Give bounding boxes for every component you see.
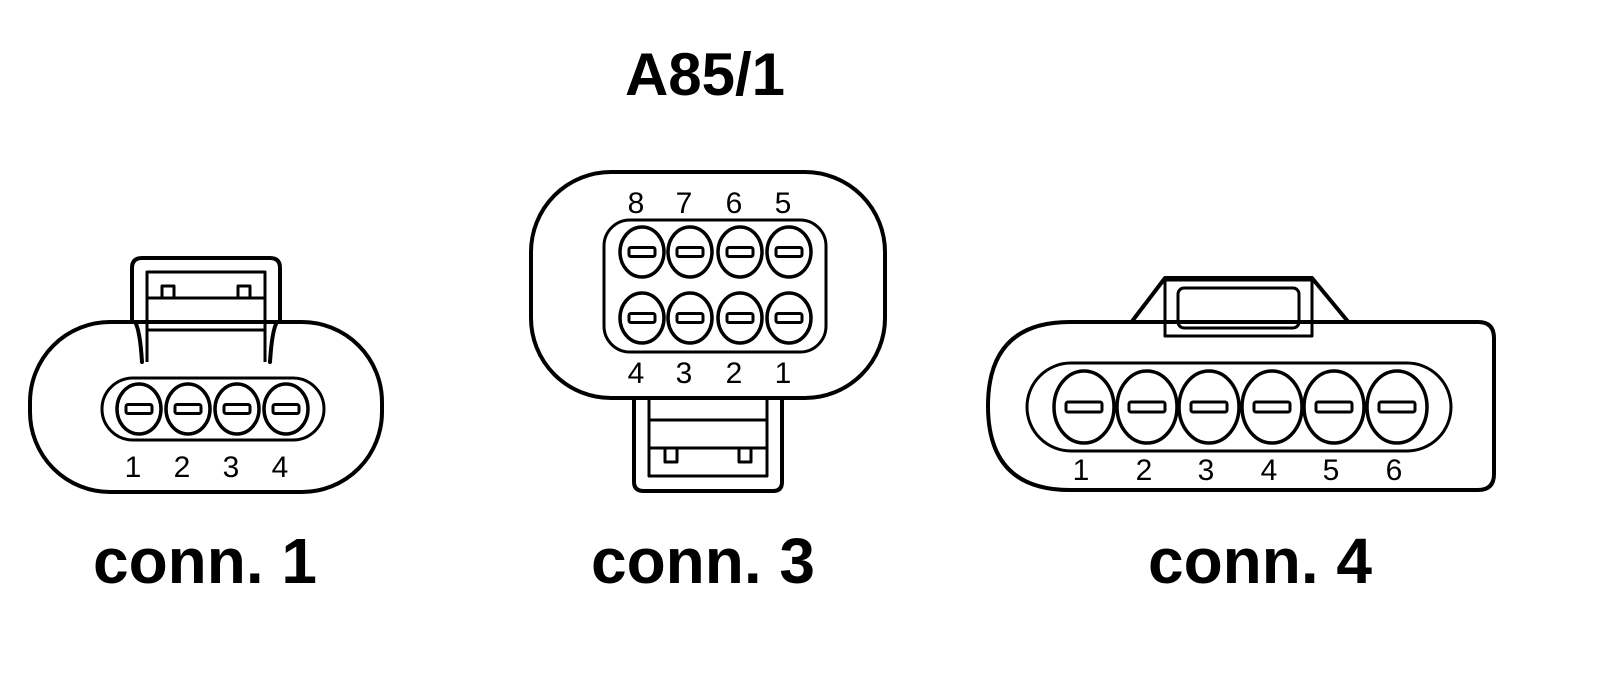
connector-1-caption: conn. 1 bbox=[93, 525, 317, 597]
connector-1-pin bbox=[262, 382, 310, 436]
connector-4-pin bbox=[1177, 369, 1241, 445]
connector-4-pin-number: 1 bbox=[1073, 454, 1090, 487]
connector-4-pin-number: 6 bbox=[1386, 454, 1403, 487]
connector-4-pin bbox=[1365, 369, 1429, 445]
connector-1-pins bbox=[115, 382, 310, 436]
connector-3-pin-number-bottom: 3 bbox=[676, 357, 693, 390]
connector-4-pin-number: 4 bbox=[1261, 454, 1278, 487]
connector-4-pin-numbers: 1 2 3 4 5 6 bbox=[1073, 454, 1403, 487]
connector-4-pin bbox=[1302, 369, 1366, 445]
connector-4-pin bbox=[1052, 369, 1116, 445]
connector-3-pin-number-top: 6 bbox=[726, 187, 743, 220]
connector-1-pin-tray bbox=[100, 376, 326, 442]
connector-3-pin-number-top: 7 bbox=[676, 187, 693, 220]
connector-4-pin bbox=[1240, 369, 1304, 445]
connector-4-pin bbox=[1115, 369, 1179, 445]
connector-3-body bbox=[529, 170, 887, 400]
connector-3-pin-number-bottom: 2 bbox=[726, 357, 743, 390]
connector-4-caption: conn. 4 bbox=[1148, 525, 1372, 597]
connector-4-pin-number: 3 bbox=[1198, 454, 1215, 487]
connector-1-pin-number: 3 bbox=[223, 451, 240, 484]
connector-3-pin-number-top: 5 bbox=[775, 187, 792, 220]
connector-1-pin-number: 1 bbox=[125, 451, 142, 484]
connector-3-pin bbox=[716, 291, 764, 345]
connector-1-pin bbox=[164, 382, 212, 436]
connector-1-latch bbox=[130, 256, 282, 332]
connector-3-caption: conn. 3 bbox=[591, 525, 815, 597]
connector-3-latch bbox=[632, 388, 784, 493]
connector-3-pin-number-top: 8 bbox=[628, 187, 645, 220]
connector-1-pin bbox=[213, 382, 261, 436]
connector-4-pin-number: 2 bbox=[1136, 454, 1153, 487]
connector-4-pin-tray bbox=[1025, 361, 1453, 453]
connector-3-pin bbox=[765, 291, 813, 345]
connector-3-pins bbox=[618, 225, 813, 345]
connector-4-pin-number: 5 bbox=[1323, 454, 1340, 487]
connector-3-pin bbox=[666, 225, 714, 279]
connector-4: 1 2 3 4 5 6 bbox=[986, 276, 1496, 492]
connector-4-latch bbox=[1128, 276, 1352, 326]
connector-3-pin bbox=[716, 225, 764, 279]
connector-4-pins bbox=[1052, 369, 1429, 445]
connector-3-pin bbox=[765, 225, 813, 279]
connector-1-pin bbox=[115, 382, 163, 436]
connector-3-pin-tray bbox=[602, 218, 828, 354]
connector-3-pin bbox=[618, 291, 666, 345]
diagram-title: A85/1 bbox=[625, 41, 785, 108]
connector-1-pin-number: 4 bbox=[272, 451, 289, 484]
connector-3-pin bbox=[618, 225, 666, 279]
connector-3-pin bbox=[666, 291, 714, 345]
connector-1-pin-number: 2 bbox=[174, 451, 191, 484]
connector-3-pin-number-bottom: 1 bbox=[775, 357, 792, 390]
connector-3-pin-number-bottom: 4 bbox=[628, 357, 645, 390]
